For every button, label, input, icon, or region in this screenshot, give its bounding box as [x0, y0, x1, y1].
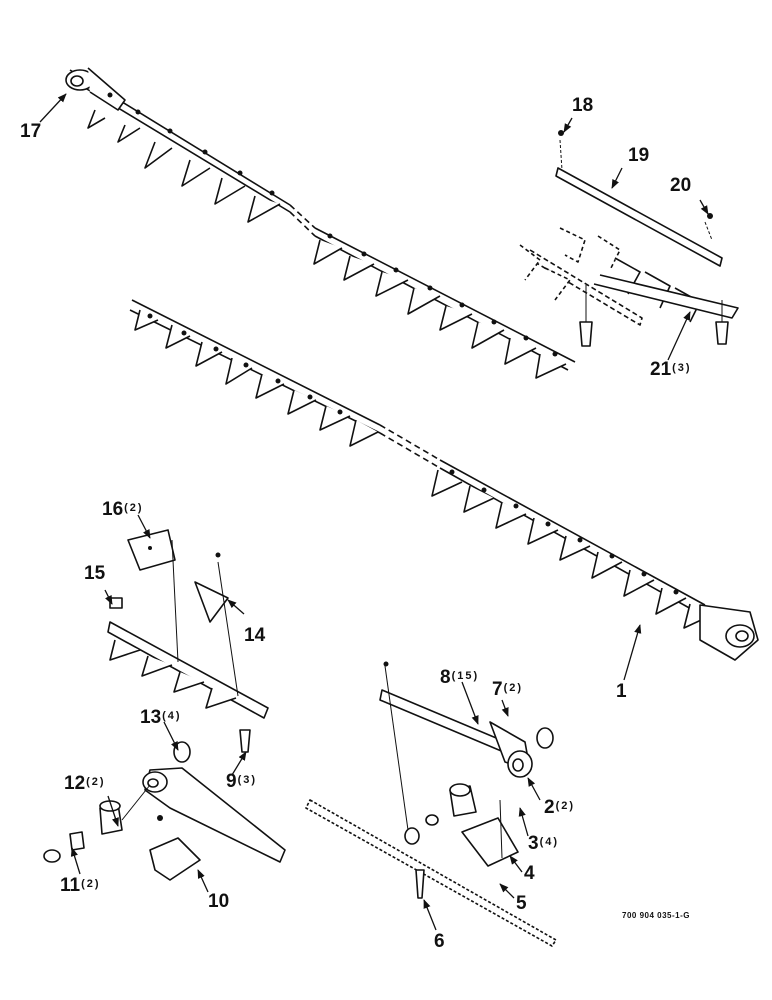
callout-16: 16(2): [102, 499, 144, 520]
callout-21: 21(3): [650, 359, 692, 380]
callout-20: 20: [670, 175, 692, 196]
section-replacement-detail: [519, 130, 739, 347]
knife-back-detail: [305, 661, 557, 947]
callout-14: 14: [244, 625, 266, 646]
knife-head-detail: [43, 741, 286, 881]
callout-1: 1: [616, 681, 627, 702]
callout-15: 15: [84, 563, 106, 584]
callout-4: 4: [524, 863, 535, 884]
callout-9: 9(3): [226, 771, 258, 792]
callout-19: 19: [628, 145, 650, 166]
callout-2: 2(2): [544, 797, 576, 818]
callout-7: 7(2): [492, 679, 524, 700]
callout-17: 17: [20, 121, 42, 142]
callout-11: 11(2): [60, 875, 101, 896]
lower-knife-assembly: [129, 299, 759, 661]
callout-6: 6: [434, 931, 445, 952]
callout-8: 8(15): [440, 667, 480, 688]
drawing-number: 700 904 035-1-G: [622, 911, 690, 920]
callout-3: 3(4): [528, 833, 560, 854]
guard-section-detail: [107, 529, 269, 753]
callout-5: 5: [516, 893, 527, 914]
leader-arrows: [39, 93, 709, 931]
upper-knife-assembly: [65, 67, 576, 379]
callout-13: 13(4): [140, 707, 182, 728]
callout-12: 12(2): [64, 773, 106, 794]
callout-18: 18: [572, 95, 594, 116]
callout-10: 10: [208, 891, 230, 912]
